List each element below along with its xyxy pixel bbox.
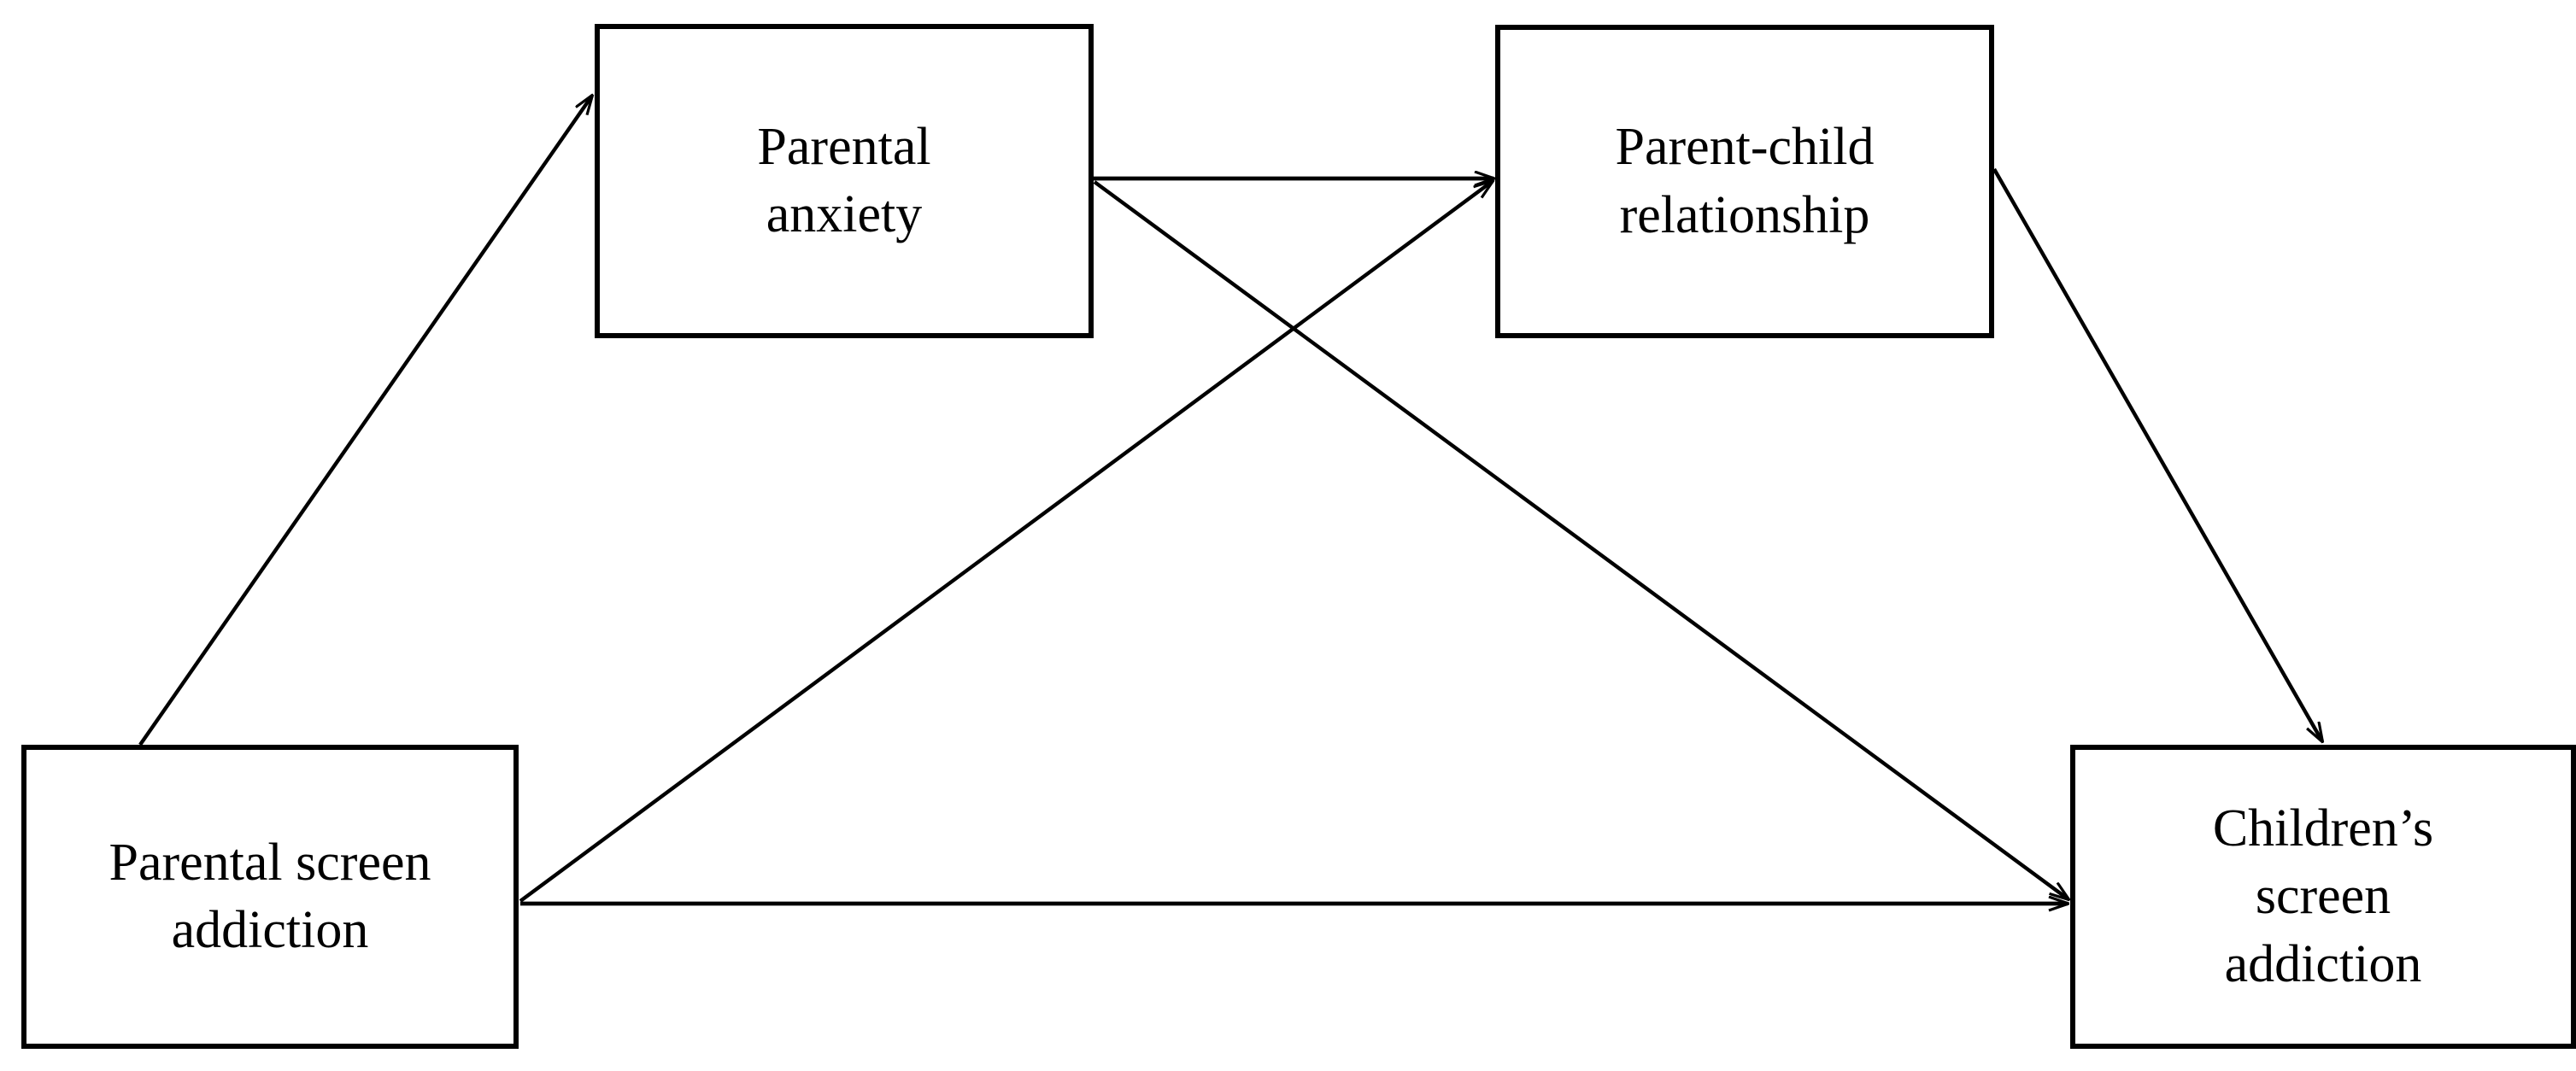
node-parental-anxiety[interactable]: Parental anxiety — [595, 24, 1094, 338]
edge-relationship-to-children — [1992, 167, 2322, 741]
node-parental-screen-addiction-label: Parental screen addiction — [109, 833, 431, 959]
edge-anxiety-to-children — [1093, 180, 2068, 899]
node-children-screen-addiction-label: Children’s screen addiction — [2212, 799, 2434, 993]
node-children-screen-addiction[interactable]: Children’s screen addiction — [2070, 745, 2576, 1049]
edge-psa-to-anxiety — [138, 96, 592, 746]
node-parent-child-relationship-label: Parent-child relationship — [1615, 118, 1875, 244]
node-parental-anxiety-label: Parental anxiety — [757, 117, 931, 243]
node-parent-child-relationship[interactable]: Parent-child relationship — [1495, 25, 1994, 338]
edge-psa-to-relationship — [519, 181, 1493, 903]
node-parental-screen-addiction[interactable]: Parental screen addiction — [21, 745, 519, 1049]
